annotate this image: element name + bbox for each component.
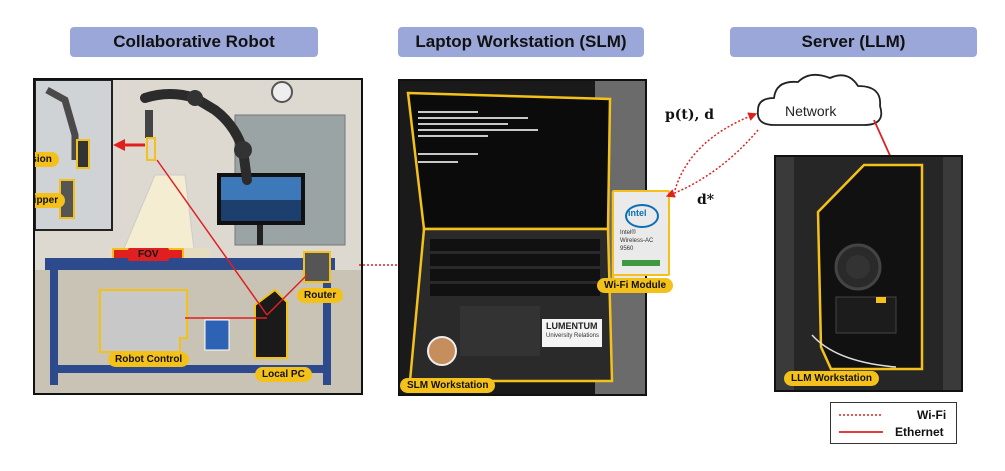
robot-arm-icon [140, 89, 252, 185]
intel-line-4: 9560 [620, 246, 634, 252]
header-server: Server (LLM) [730, 27, 977, 57]
network-cloud-icon [756, 73, 883, 126]
server-photo: LLM Workstation [774, 155, 963, 392]
lumentum-logo: LUMENTUM [546, 321, 598, 331]
uplink-arrow [674, 112, 758, 191]
intel-logo-text: intel [628, 208, 647, 218]
wifi-link-robot-laptop [359, 264, 401, 266]
legend: Wi-Fi Ethernet [830, 402, 957, 444]
legend-ethernet-label: Ethernet [895, 425, 944, 439]
llm-workstation-label: LLM Workstation [784, 371, 879, 386]
clock-icon [271, 81, 293, 103]
router-label: Router [297, 288, 344, 303]
intel-logo-icon [625, 204, 659, 228]
downlink-label: d* [697, 192, 715, 208]
server-scene [776, 157, 961, 390]
legend-ethernet: Ethernet [839, 424, 944, 440]
header-laptop-workstation: Laptop Workstation (SLM) [398, 27, 644, 57]
legend-wifi: Wi-Fi [839, 407, 946, 423]
robot-scene [35, 80, 361, 393]
intel-line-3: Wireless-AC [620, 238, 654, 244]
laptop-photo: LUMENTUM University Relations SLM Workst… [398, 79, 647, 396]
vision-label: Vision [35, 152, 59, 167]
header-collaborative-robot: Collaborative Robot [70, 27, 318, 57]
lumentum-subtitle: University Relations [546, 333, 600, 339]
laptop-scene [400, 81, 645, 394]
slm-workstation-label: SLM Workstation [400, 378, 496, 393]
uplink-label: p(t), d [665, 107, 715, 123]
legend-wifi-label: Wi-Fi [917, 408, 947, 422]
fov-label: FOV [128, 248, 169, 261]
intel-line-2: Intel® [620, 230, 636, 236]
wifi-links [665, 112, 759, 198]
gripper-label: Gripper [35, 193, 66, 208]
local-pc-label: Local PC [255, 367, 312, 382]
legend-ethernet-swatch [839, 431, 883, 433]
wifi-module-card: intel Intel® Wireless-AC 9560 [612, 190, 670, 276]
wifi-module-label: Wi-Fi Module [597, 278, 674, 293]
ethernet-link-server [873, 120, 893, 161]
legend-wifi-swatch [839, 414, 883, 416]
robot-photo: Vision Gripper FOV Router Robot Control … [33, 78, 363, 395]
network-label: Network [785, 103, 837, 119]
robot-control-label: Robot Control [108, 352, 190, 367]
downlink-arrow [665, 129, 759, 198]
